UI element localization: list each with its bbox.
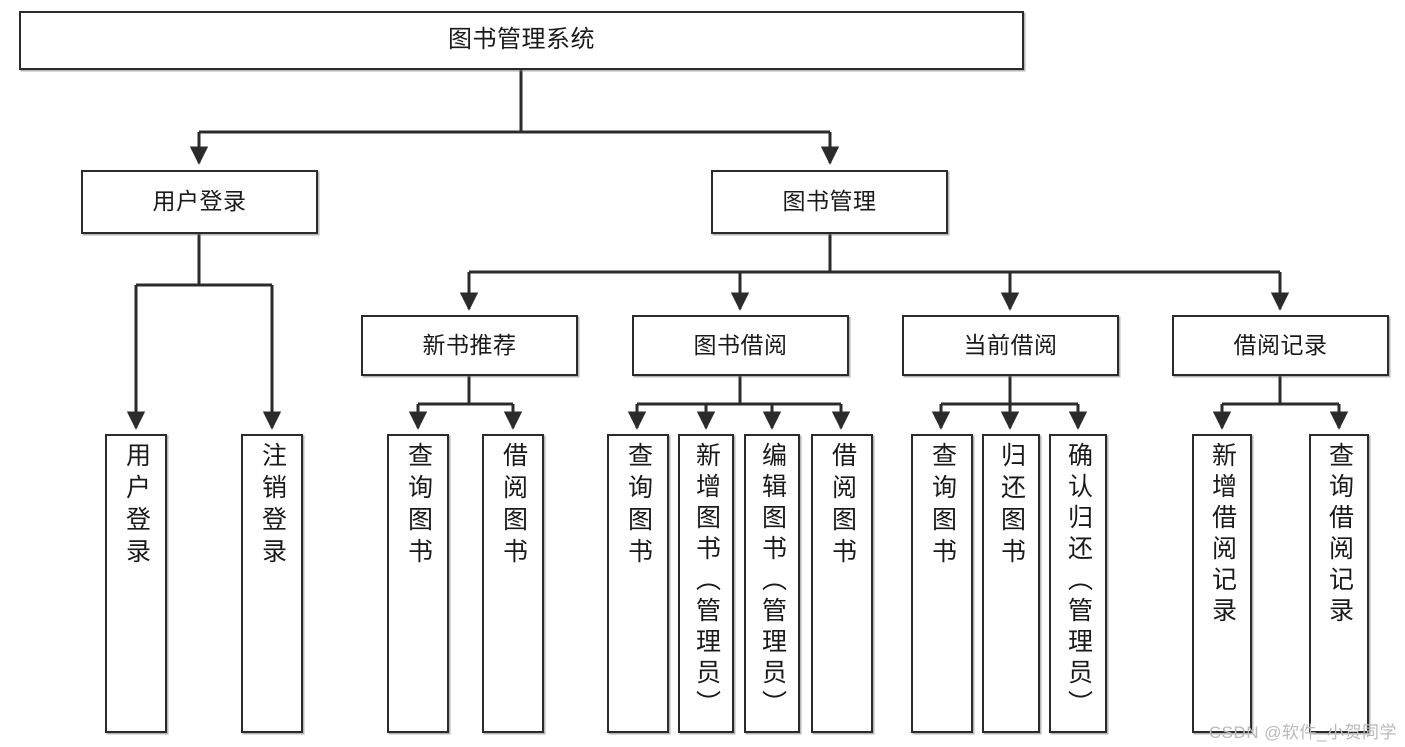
node-label: 新书推荐 [422,331,517,358]
leaf-current-borrow-return-book[interactable]: 归还图书 [982,434,1040,733]
leaf-borrow-record-add-record[interactable]: 新增借阅记录 [1192,434,1252,733]
node-label: 查询图书 [928,442,957,570]
node-label: 归还图书 [997,442,1026,570]
node-current-borrow[interactable]: 当前借阅 [902,315,1119,376]
node-book-borrow[interactable]: 图书借阅 [632,315,849,376]
node-label: 借阅图书 [828,442,857,570]
leaf-book-borrow-edit-book-admin[interactable]: 编辑图书（管理员） [744,434,800,733]
node-label: 新增图书（管理员） [692,442,721,721]
node-book-management[interactable]: 图书管理 [711,170,948,234]
node-label: 用户登录 [122,442,151,570]
leaf-user-login-logout[interactable]: 注销登录 [241,434,303,733]
leaf-current-borrow-confirm-return-admin[interactable]: 确认归还（管理员） [1049,434,1107,733]
node-label: 新增借阅记录 [1208,442,1237,628]
node-borrow-record[interactable]: 借阅记录 [1172,315,1389,376]
csdn-watermark: CSDN @软件_小贺同学 [1208,723,1397,742]
node-label: 当前借阅 [963,331,1058,358]
node-label: 查询图书 [404,442,433,570]
node-user-login[interactable]: 用户登录 [81,170,318,234]
node-label: 查询图书 [624,442,653,570]
node-label: 借阅图书 [499,442,528,570]
node-label: 编辑图书（管理员） [758,442,787,721]
leaf-new-book-borrow-book[interactable]: 借阅图书 [482,434,544,733]
node-label: 图书管理 [782,188,877,215]
node-label: 图书借阅 [693,331,788,358]
leaf-book-borrow-borrow-book[interactable]: 借阅图书 [811,434,873,733]
node-label: 确认归还（管理员） [1064,442,1093,721]
leaf-book-borrow-add-book-admin[interactable]: 新增图书（管理员） [678,434,734,733]
node-label: 借阅记录 [1233,331,1328,358]
leaf-user-login-login[interactable]: 用户登录 [105,434,167,733]
node-label: 查询借阅记录 [1325,442,1354,628]
leaf-book-borrow-query-book[interactable]: 查询图书 [607,434,669,733]
node-label: 注销登录 [258,442,287,570]
node-label: 图书管理系统 [448,26,595,54]
leaf-new-book-query-book[interactable]: 查询图书 [387,434,449,733]
leaf-borrow-record-query-record[interactable]: 查询借阅记录 [1309,434,1369,733]
node-label: 用户登录 [152,188,247,215]
node-new-book-recommend[interactable]: 新书推荐 [361,315,578,376]
leaf-current-borrow-query-book[interactable]: 查询图书 [911,434,973,733]
node-root-book-management-system[interactable]: 图书管理系统 [19,11,1024,70]
